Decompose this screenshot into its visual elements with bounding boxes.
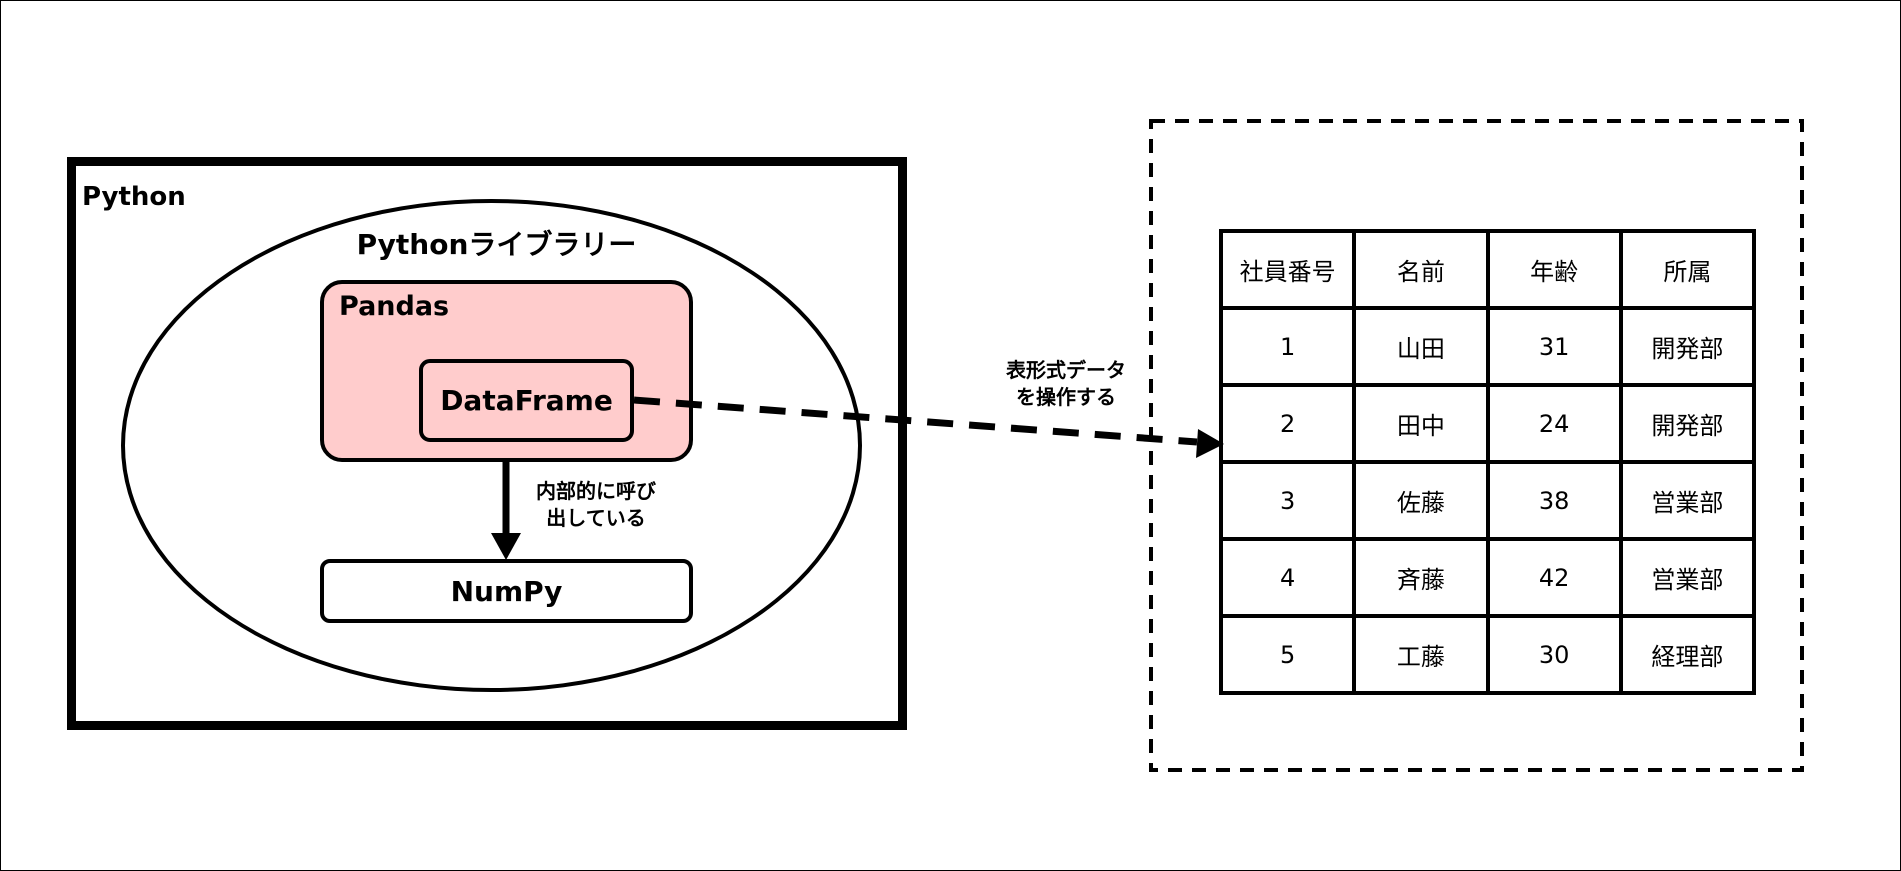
calls-arrowhead-icon [491, 533, 521, 560]
annotation-line: 出している [546, 506, 646, 530]
table-cell: 4 [1218, 537, 1357, 618]
table-header-cell: 年齢 [1485, 229, 1623, 310]
table-cell: 30 [1485, 614, 1623, 695]
table-row: 1 山田 31 開発部 [1218, 306, 1757, 387]
table-row: 2 田中 24 開発部 [1218, 383, 1757, 464]
table-cell: 斉藤 [1352, 537, 1490, 618]
operates-arrowhead-icon [1196, 429, 1224, 458]
numpy-label: NumPy [450, 574, 563, 608]
table-header-cell: 所属 [1618, 229, 1757, 310]
pandas-label: Pandas [339, 291, 450, 322]
table-cell: 24 [1485, 383, 1623, 464]
table-cell: 経理部 [1618, 614, 1757, 695]
table-cell: 開発部 [1618, 306, 1757, 387]
table-header-cell: 名前 [1352, 229, 1490, 310]
table-cell: 開発部 [1618, 383, 1757, 464]
table-cell: 佐藤 [1352, 460, 1490, 541]
table-cell: 42 [1485, 537, 1623, 618]
operates-arrow-line [633, 396, 1198, 446]
table-cell: 3 [1218, 460, 1357, 541]
table-dashed-frame [1149, 119, 1804, 772]
table-header-cell: 社員番号 [1218, 229, 1357, 310]
table-cell: 38 [1485, 460, 1623, 541]
annotation-line: 内部的に呼び [536, 479, 656, 503]
table-cell: 5 [1218, 614, 1357, 695]
annotation-line: 表形式データ [1006, 358, 1126, 382]
calls-internally-annotation: 内部的に呼び 出している [521, 478, 671, 532]
table-cell: 営業部 [1618, 537, 1757, 618]
numpy-box: NumPy [320, 559, 693, 623]
table-cell: 田中 [1352, 383, 1490, 464]
operates-table-annotation: 表形式データ を操作する [986, 357, 1146, 411]
python-library-ellipse [121, 199, 862, 692]
table-cell: 営業部 [1618, 460, 1757, 541]
library-label: Pythonライブラリー [356, 228, 637, 261]
table-row: 5 工藤 30 経理部 [1218, 614, 1757, 695]
table-cell: 工藤 [1352, 614, 1490, 695]
table-cell: 31 [1485, 306, 1623, 387]
table-header-row: 社員番号 名前 年齢 所属 [1218, 229, 1757, 310]
table-cell: 1 [1218, 306, 1357, 387]
python-container [67, 157, 907, 730]
annotation-line: を操作する [1016, 385, 1116, 409]
employee-table: 社員番号 名前 年齢 所属 1 山田 31 開発部 2 田中 24 開発部 3 … [1218, 229, 1757, 695]
table-cell: 山田 [1352, 306, 1490, 387]
table-cell: 2 [1218, 383, 1357, 464]
python-label: Python [82, 182, 186, 212]
dataframe-label: DataFrame [440, 384, 613, 417]
table-row: 3 佐藤 38 営業部 [1218, 460, 1757, 541]
table-row: 4 斉藤 42 営業部 [1218, 537, 1757, 618]
dataframe-box: DataFrame [419, 359, 634, 442]
